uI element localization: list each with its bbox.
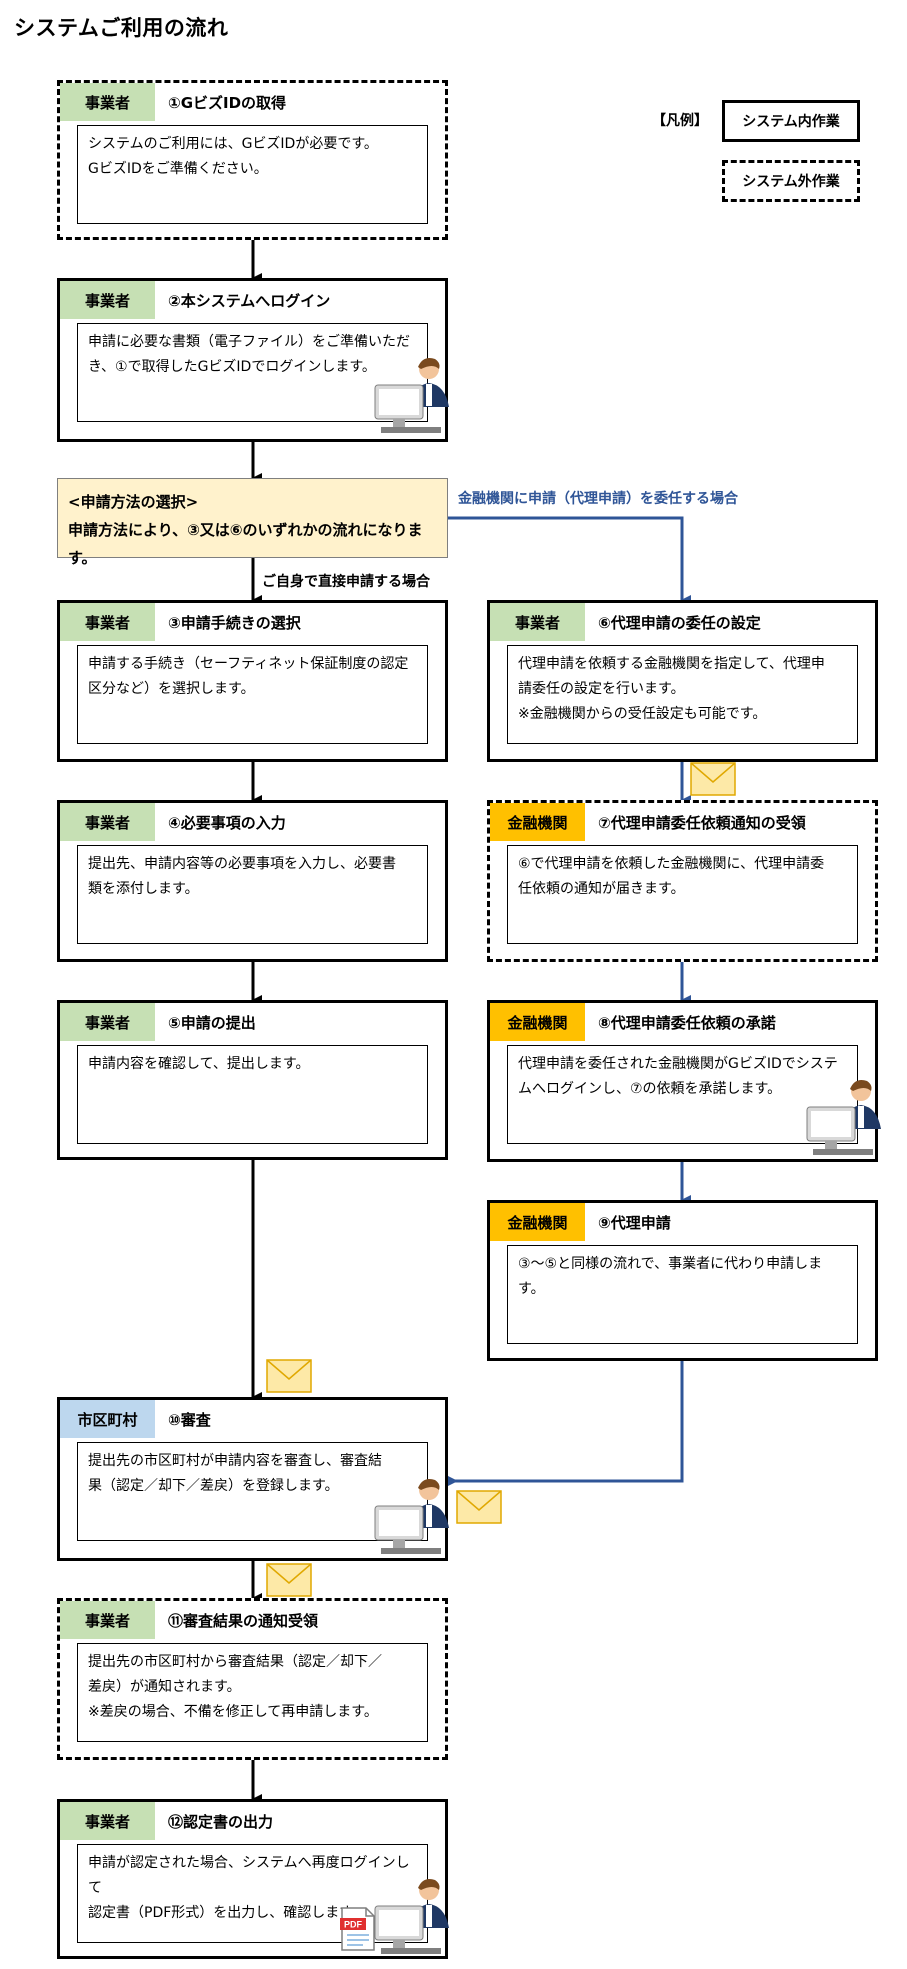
step-8-line-1: 代理申請を委任された金融機関がGビズIDでシステ (518, 1056, 838, 1072)
step-7-line-2: 任依頼の通知が届きます。 (518, 881, 685, 897)
step-3-box: 事業者 ③申請手続きの選択 申請する手続き（セーフティネット保証制度の認定 区分… (57, 600, 448, 762)
direct-application-label: ご自身で直接申請する場合 (262, 574, 430, 590)
step-11-title: ⑪審査結果の通知受領 (168, 1611, 319, 1630)
step-4-title: ④必要事項の入力 (168, 813, 286, 832)
step-5-actor: 事業者 (60, 1003, 155, 1041)
step-3-title: ③申請手続きの選択 (168, 613, 301, 632)
application-method-choice: <申請方法の選択> 申請方法により、③又は⑥のいずれかの流れになります。 (57, 478, 448, 567)
step-7-line-1: ⑥で代理申請を依頼した金融機関に、代理申請委 (518, 856, 825, 872)
choice-heading: <申請方法の選択> (68, 493, 199, 511)
step-6-title: ⑥代理申請の委任の設定 (598, 613, 761, 632)
legend-title: 【凡例】 (652, 113, 708, 129)
arrow-9-10 (448, 1361, 684, 1486)
step-7-description: ⑥で代理申請を依頼した金融機関に、代理申請委 任依頼の通知が届きます。 (507, 845, 858, 944)
step-10-line-2: 果（認定／却下／差戻）を登録します。 (88, 1478, 339, 1494)
step-8-description: 代理申請を委任された金融機関がGビズIDでシステ ムへログインし、⑦の依頼を承諾… (507, 1045, 858, 1144)
step-4-actor: 事業者 (60, 803, 155, 841)
choice-text: 申請方法により、③又は⑥のいずれかの流れになります。 (68, 521, 423, 567)
envelope-icon (266, 1359, 312, 1393)
envelope-icon (266, 1563, 312, 1597)
step-3-actor: 事業者 (60, 603, 155, 641)
person-computer-icon (374, 1879, 449, 1954)
step-12-line-1: 申請が認定された場合、システムへ再度ログインして (88, 1855, 410, 1896)
step-4-line-2: 類を添付します。 (88, 881, 199, 897)
step-11-actor: 事業者 (60, 1601, 155, 1639)
step-1-line-2: GビズIDをご準備ください。 (88, 161, 268, 177)
step-6-line-3: ※金融機関からの受任設定も可能です。 (518, 706, 767, 722)
step-8-title: ⑧代理申請委任依頼の承諾 (598, 1013, 776, 1032)
pdf-file-icon: PDF (340, 1907, 375, 1951)
step-8-actor: 金融機関 (490, 1003, 585, 1041)
step-12-actor: 事業者 (60, 1802, 155, 1840)
step-10-title: ⑩審査 (168, 1410, 211, 1429)
step-10-box: 市区町村 ⑩審査 提出先の市区町村が申請内容を審査し、審査結 果（認定／却下／差… (57, 1397, 448, 1561)
step-8-line-2: ムへログインし、⑦の依頼を承諾します。 (518, 1081, 782, 1097)
step-2-actor: 事業者 (60, 281, 155, 319)
step-6-actor: 事業者 (490, 603, 585, 641)
step-6-line-1: 代理申請を依頼する金融機関を指定して、代理申 (518, 656, 825, 672)
step-1-description: システムのご利用には、GビズIDが必要です。 GビズIDをご準備ください。 (77, 125, 428, 224)
step-5-line-1: 申請内容を確認して、提出します。 (88, 1056, 310, 1072)
step-6-box: 事業者 ⑥代理申請の委任の設定 代理申請を依頼する金融機関を指定して、代理申 請… (487, 600, 878, 762)
step-11-line-1: 提出先の市区町村から審査結果（認定／却下／ (88, 1654, 382, 1670)
step-7-box: 金融機関 ⑦代理申請委任依頼通知の受領 ⑥で代理申請を依頼した金融機関に、代理申… (487, 800, 878, 962)
step-10-description: 提出先の市区町村が申請内容を審査し、審査結 果（認定／却下／差戻）を登録します。 (77, 1442, 428, 1541)
step-1-actor: 事業者 (60, 83, 155, 121)
step-10-actor: 市区町村 (60, 1400, 155, 1438)
step-9-description: ③～⑤と同様の流れで、事業者に代わり申請します。 (507, 1245, 858, 1344)
step-11-description: 提出先の市区町村から審査結果（認定／却下／ 差戻）が通知されます。 ※差戻の場合… (77, 1643, 428, 1742)
step-7-title: ⑦代理申請委任依頼通知の受領 (598, 813, 806, 832)
step-2-description: 申請に必要な書類（電子ファイル）をご準備いただ き、①で取得したGビズIDでログ… (77, 323, 428, 422)
pdf-badge-text: PDF (344, 1920, 363, 1930)
step-8-box: 金融機関 ⑧代理申請委任依頼の承諾 代理申請を委任された金融機関がGビズIDでシ… (487, 1000, 878, 1162)
step-9-box: 金融機関 ⑨代理申請 ③～⑤と同様の流れで、事業者に代わり申請します。 (487, 1200, 878, 1361)
proxy-application-label: 金融機関に申請（代理申請）を委任する場合 (458, 491, 738, 507)
legend-in-system: システム内作業 (722, 100, 860, 142)
step-1-line-1: システムのご利用には、GビズIDが必要です。 (88, 136, 378, 152)
step-1-box: 事業者 ①GビズIDの取得 システムのご利用には、GビズIDが必要です。 Gビズ… (57, 80, 448, 240)
step-5-description: 申請内容を確認して、提出します。 (77, 1045, 428, 1144)
person-computer-icon (806, 1080, 881, 1155)
page-title: システムご利用の流れ (14, 16, 229, 40)
step-5-title: ⑤申請の提出 (168, 1013, 256, 1032)
envelope-icon (456, 1490, 502, 1524)
step-2-line-1: 申請に必要な書類（電子ファイル）をご準備いただ (88, 334, 410, 350)
step-12-title: ⑫認定書の出力 (168, 1812, 274, 1831)
step-4-description: 提出先、申請内容等の必要事項を入力し、必要書 類を添付します。 (77, 845, 428, 944)
step-11-line-3: ※差戻の場合、不備を修正して再申請します。 (88, 1704, 378, 1720)
step-2-line-2: き、①で取得したGビズIDでログインします。 (88, 359, 376, 375)
step-12-line-2: 認定書（PDF形式）を出力し、確認します。 (88, 1905, 366, 1921)
step-5-box: 事業者 ⑤申請の提出 申請内容を確認して、提出します。 (57, 1000, 448, 1160)
legend-in-system-label: システム内作業 (742, 114, 840, 130)
step-9-actor: 金融機関 (490, 1203, 585, 1241)
step-3-line-2: 区分など）を選択します。 (88, 681, 255, 697)
step-11-line-2: 差戻）が通知されます。 (88, 1679, 241, 1695)
legend-out-system-label: システム外作業 (742, 174, 840, 190)
step-7-actor: 金融機関 (490, 803, 585, 841)
step-3-description: 申請する手続き（セーフティネット保証制度の認定 区分など）を選択します。 (77, 645, 428, 744)
step-9-line-1: ③～⑤と同様の流れで、事業者に代わり申請します。 (518, 1256, 823, 1297)
step-4-box: 事業者 ④必要事項の入力 提出先、申請内容等の必要事項を入力し、必要書 類を添付… (57, 800, 448, 962)
step-4-line-1: 提出先、申請内容等の必要事項を入力し、必要書 (88, 856, 396, 872)
person-computer-icon (374, 1479, 449, 1554)
step-10-line-1: 提出先の市区町村が申請内容を審査し、審査結 (88, 1453, 382, 1469)
step-6-description: 代理申請を依頼する金融機関を指定して、代理申 請委任の設定を行います。 ※金融機… (507, 645, 858, 744)
step-2-title: ②本システムへログイン (168, 291, 331, 310)
step-6-line-2: 請委任の設定を行います。 (518, 681, 685, 697)
person-computer-icon (374, 358, 449, 433)
step-9-title: ⑨代理申請 (598, 1213, 671, 1232)
legend-out-system: システム外作業 (722, 160, 860, 202)
step-11-box: 事業者 ⑪審査結果の通知受領 提出先の市区町村から審査結果（認定／却下／ 差戻）… (57, 1598, 448, 1760)
step-3-line-1: 申請する手続き（セーフティネット保証制度の認定 (88, 656, 409, 672)
envelope-icon (690, 762, 736, 796)
arrow-choice-6 (448, 516, 691, 605)
step-1-title: ①GビズIDの取得 (168, 93, 287, 112)
